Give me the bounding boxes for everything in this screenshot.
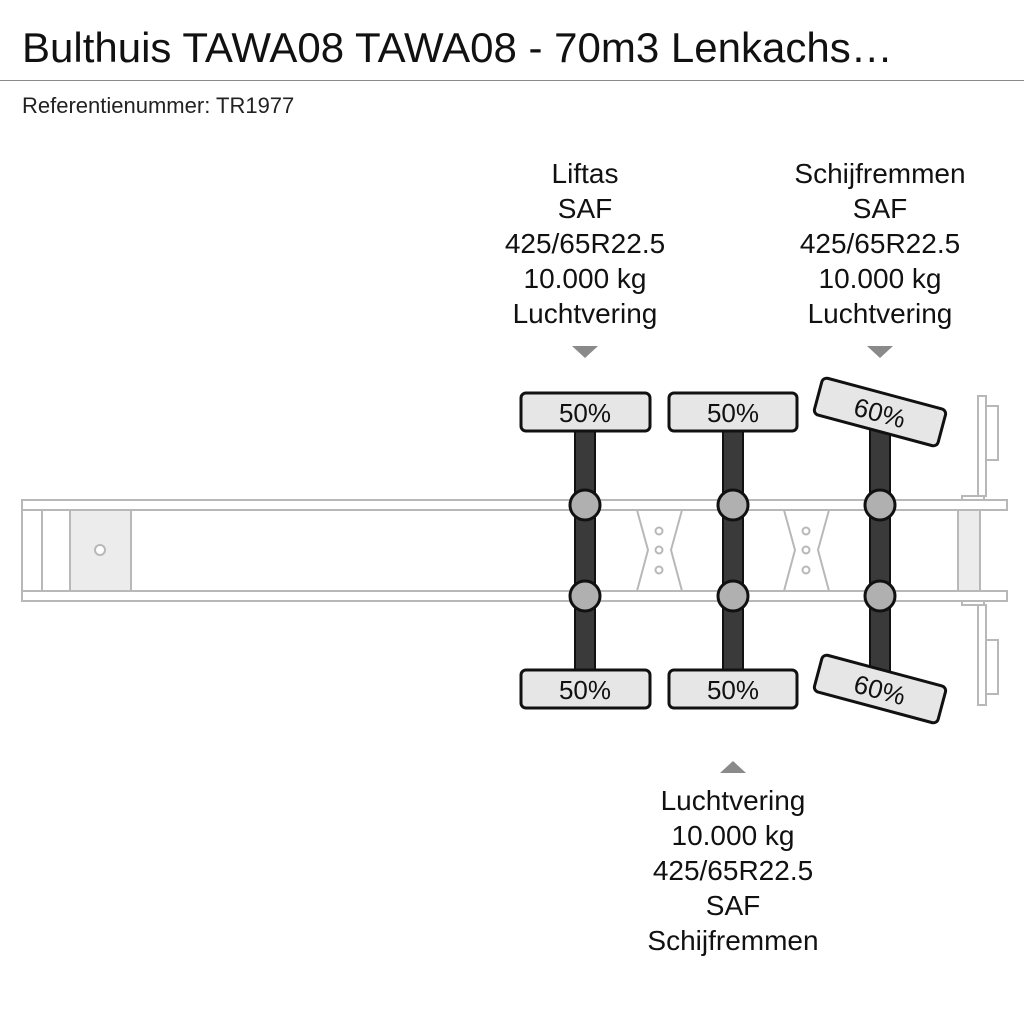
axle-1-marker-icon — [572, 346, 598, 358]
spec-markers — [572, 346, 893, 773]
axle-1: 50% 50% — [519, 391, 652, 710]
axle-2-hub-icon — [716, 579, 750, 613]
cross-member-hole — [801, 526, 811, 536]
cross-member-hole — [654, 526, 664, 536]
axle-1-spec-line: SAF — [557, 193, 613, 224]
axle-1-spec-line: Luchtvering — [512, 298, 658, 329]
axle-3-spec-line: 425/65R22.5 — [799, 228, 961, 259]
tyre — [812, 653, 948, 725]
tyre — [519, 668, 652, 710]
cross-member-hole — [801, 565, 811, 575]
rear-light-icon — [985, 405, 999, 461]
axle-1-shaft — [574, 429, 596, 674]
axle-1-spec: Liftas SAF 425/65R22.5 10.000 kg Luchtve… — [455, 156, 715, 331]
axle-2: 50% 50% — [667, 391, 799, 710]
frame-rail-bottom — [21, 590, 1008, 602]
reference-number: Referentienummer: TR1977 — [22, 93, 295, 118]
tyre — [812, 376, 948, 448]
axle-3-spec-line: 10.000 kg — [818, 263, 942, 294]
tyre-load-label: 50% — [559, 398, 611, 428]
axle-3-spec-line: SAF — [852, 193, 908, 224]
kingpin-icon — [94, 544, 106, 556]
axle-2-bottom-tyre: 50% — [667, 668, 799, 710]
axle-3-hub-icon — [863, 488, 897, 522]
frame-front-end — [21, 509, 43, 592]
title-divider — [0, 80, 1024, 81]
axle-2-top-tyre: 50% — [667, 391, 799, 433]
axle-2-hub-icon — [716, 488, 750, 522]
cross-member-hole — [654, 565, 664, 575]
tyre-load-label: 50% — [559, 675, 611, 705]
chassis-frame — [21, 499, 1008, 602]
rear-light-icon — [985, 639, 999, 695]
rear-bumper-bar — [977, 395, 987, 497]
cross-member-hole — [801, 545, 811, 555]
axle-3-spec-line: Luchtvering — [807, 298, 953, 329]
axle-1-top-tyre: 50% — [519, 391, 652, 433]
axle-3-spec: Schijfremmen SAF 425/65R22.5 10.000 kg L… — [750, 156, 1010, 331]
axle-1-hub-icon — [568, 488, 602, 522]
axle-3-shaft — [869, 424, 891, 674]
axle-2-marker-icon — [720, 761, 746, 773]
tyre — [667, 391, 799, 433]
axle-3-top-tyre: 60% — [812, 376, 948, 448]
axle-2-spec-line: SAF — [705, 890, 761, 921]
axle-1-spec-line: 10.000 kg — [523, 263, 647, 294]
axle-2-spec: Luchtvering 10.000 kg 425/65R22.5 SAF Sc… — [603, 783, 863, 958]
axle-1-spec-line: Liftas — [551, 158, 619, 189]
axle-3-marker-icon — [867, 346, 893, 358]
axle-2-spec-line: Luchtvering — [660, 785, 806, 816]
rear-bumper — [961, 395, 999, 706]
rear-bumper-bracket — [961, 600, 985, 606]
axle-2-shaft — [722, 429, 744, 674]
axle-3-hub-icon — [863, 579, 897, 613]
tyre — [519, 391, 652, 433]
frame-rail-top — [21, 499, 1008, 511]
axle-1-bottom-tyre: 50% — [519, 668, 652, 710]
axle-1-hub-icon — [568, 579, 602, 613]
axle-2-spec-line: 425/65R22.5 — [652, 855, 814, 886]
axle-3-bottom-tyre: 60% — [812, 653, 948, 725]
axle-2-spec-line: Schijfremmen — [647, 925, 819, 956]
rear-bumper-bracket — [961, 495, 985, 501]
cross-members — [635, 509, 831, 592]
tyre-load-label: 50% — [707, 675, 759, 705]
axle-2-spec-line: 10.000 kg — [671, 820, 795, 851]
axle-1-spec-line: 425/65R22.5 — [504, 228, 666, 259]
rear-bumper-bar — [977, 604, 987, 706]
axle-3-spec-line: Schijfremmen — [794, 158, 966, 189]
tyre-load-label: 50% — [707, 398, 759, 428]
cross-member-hole — [654, 545, 664, 555]
axle-3: 60% 60% — [812, 376, 948, 725]
frame-rear-end — [957, 509, 981, 592]
tyre — [667, 668, 799, 710]
